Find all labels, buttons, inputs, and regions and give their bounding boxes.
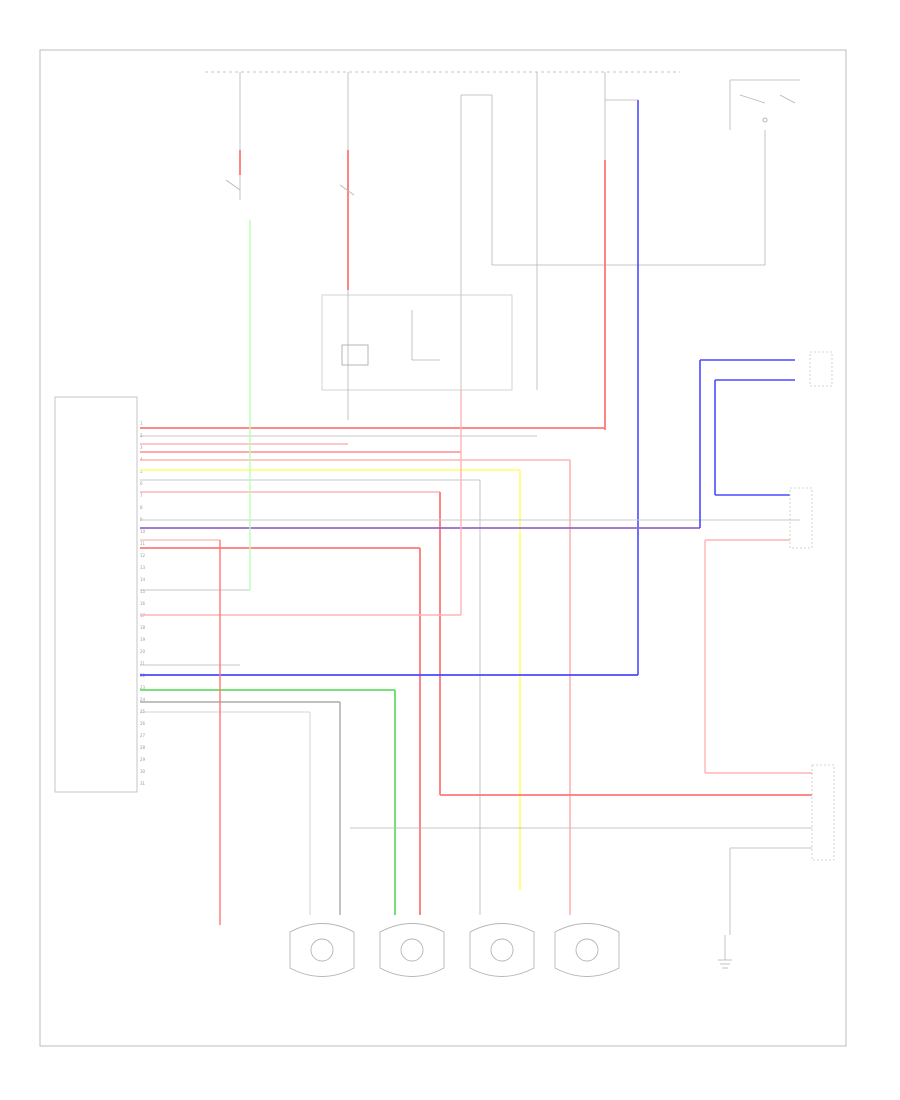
svg-text:19: 19 bbox=[140, 637, 146, 642]
connector-bottom-right bbox=[811, 764, 835, 861]
svg-text:18: 18 bbox=[140, 625, 146, 630]
svg-text:23: 23 bbox=[140, 685, 146, 690]
svg-text:25: 25 bbox=[140, 709, 146, 714]
svg-text:7: 7 bbox=[140, 493, 143, 498]
svg-text:26: 26 bbox=[140, 721, 146, 726]
fuse-column-1 bbox=[225, 72, 241, 200]
svg-text:15: 15 bbox=[140, 589, 146, 594]
svg-text:31: 31 bbox=[140, 781, 146, 786]
svg-text:9: 9 bbox=[140, 517, 143, 522]
speed-sensor-2 bbox=[379, 923, 445, 977]
svg-text:13: 13 bbox=[140, 565, 146, 570]
svg-text:8: 8 bbox=[140, 505, 143, 510]
svg-text:27: 27 bbox=[140, 733, 146, 738]
svg-text:10: 10 bbox=[140, 529, 146, 534]
ground-symbol bbox=[718, 935, 732, 969]
svg-text:28: 28 bbox=[140, 745, 146, 750]
svg-text:20: 20 bbox=[140, 649, 146, 654]
svg-text:30: 30 bbox=[140, 769, 146, 774]
svg-text:24: 24 bbox=[140, 697, 146, 702]
diagram-frame bbox=[39, 49, 847, 1047]
svg-text:5: 5 bbox=[140, 469, 143, 474]
svg-text:2: 2 bbox=[140, 433, 143, 438]
svg-text:3: 3 bbox=[140, 445, 143, 450]
connector-front-right bbox=[809, 351, 833, 387]
svg-text:6: 6 bbox=[140, 481, 143, 486]
connector-middle bbox=[789, 487, 813, 549]
svg-text:14: 14 bbox=[140, 577, 146, 582]
svg-text:11: 11 bbox=[140, 541, 146, 546]
speed-sensor-4 bbox=[554, 923, 620, 977]
speed-sensor-3 bbox=[469, 923, 535, 977]
fuse-column-5 bbox=[604, 72, 639, 675]
svg-text:21: 21 bbox=[140, 661, 146, 666]
svg-text:29: 29 bbox=[140, 757, 146, 762]
fuse-column-2 bbox=[339, 72, 355, 290]
ecu-wires bbox=[140, 220, 812, 935]
fuse-column-3 bbox=[460, 94, 766, 390]
top-right-switch bbox=[729, 79, 800, 130]
speed-sensor-1 bbox=[289, 923, 355, 977]
svg-text:16: 16 bbox=[140, 601, 146, 606]
svg-text:1: 1 bbox=[140, 421, 143, 426]
svg-text:12: 12 bbox=[140, 553, 146, 558]
relay-box bbox=[321, 290, 513, 420]
